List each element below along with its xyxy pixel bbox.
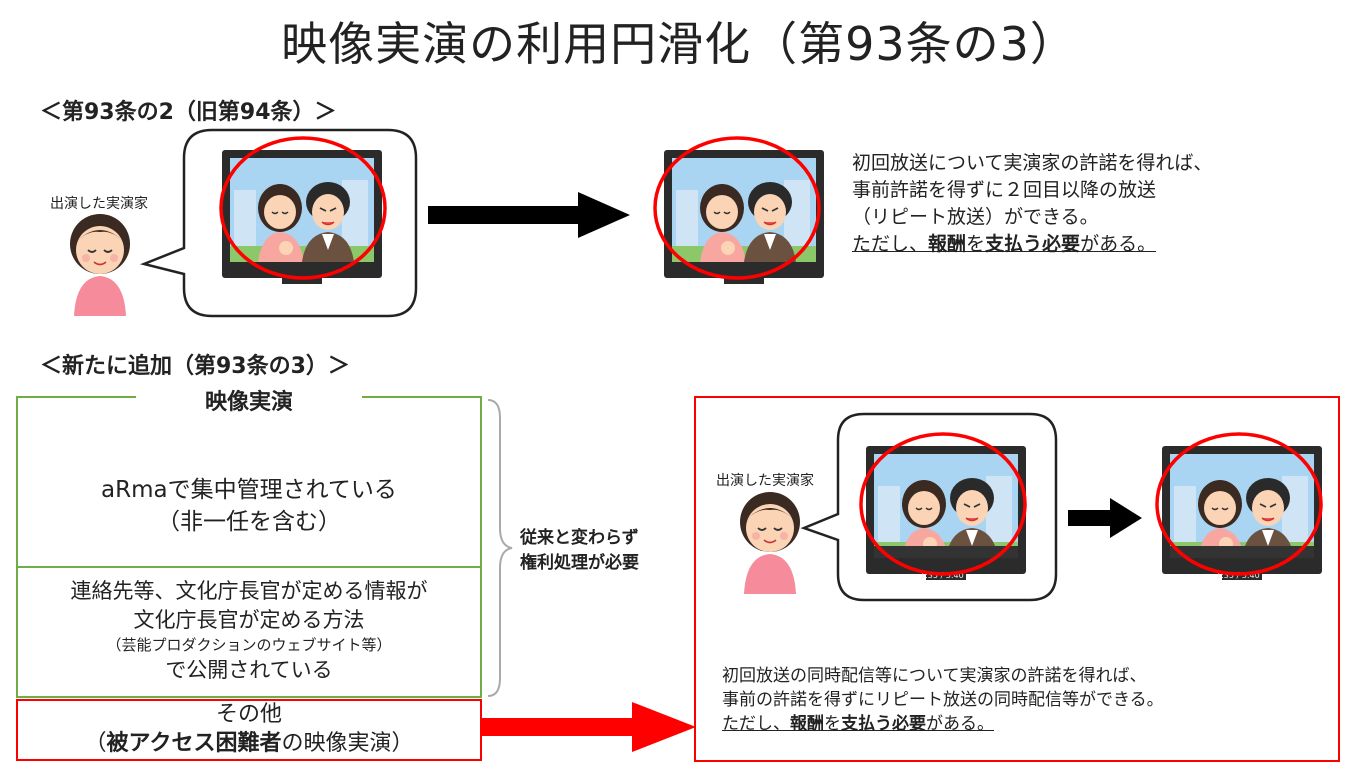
- arrow-right: [1068, 498, 1142, 538]
- red-circle: [859, 432, 1027, 576]
- arrow-right: [428, 192, 630, 238]
- performer-illustration: [69, 213, 131, 317]
- section2-performer-label: 出演した実演家: [716, 473, 814, 489]
- video-performance-title: 映像実演: [136, 384, 362, 416]
- section2-description: 初回放送の同時配信等について実演家の許諾を得れば、 事前の許諾を得ずにリピート放…: [722, 666, 1164, 734]
- box-divider: [16, 566, 482, 568]
- red-circle: [219, 136, 387, 280]
- section2-heading: ＜新たに追加（第93条の3）＞: [40, 354, 350, 379]
- inaccessible-text: その他 （被アクセス困難者の映像実演）: [84, 702, 414, 756]
- red-circle: [653, 136, 821, 280]
- red-arrow-right: [482, 702, 696, 752]
- brace-label: 従来と変わらず 権利処理が必要: [520, 528, 639, 573]
- tv-simulcast: [865, 445, 1027, 581]
- public-text: 連絡先等、文化庁長官が定める情報が 文化庁長官が定める方法 （芸能プロダクション…: [70, 579, 428, 682]
- section1-description: 初回放送について実演家の許諾を得れば、 事前許諾を得ずに２回目以降の放送 （リピ…: [852, 150, 1332, 258]
- remuneration-note: ただし、報酬を支払う必要がある。: [722, 714, 994, 734]
- simulcast-box: [694, 396, 1340, 762]
- inaccessible-box: [16, 699, 482, 761]
- tv-repeat-simulcast: [1161, 445, 1323, 581]
- red-circle: [1155, 432, 1323, 576]
- managed-text: aRmaで集中管理されている （非一任を含む）: [101, 477, 397, 535]
- right-brace: [487, 399, 513, 697]
- page-title: 映像実演の利用円滑化（第93条の3）: [281, 17, 1077, 71]
- section1-performer-label: 出演した実演家: [50, 196, 148, 212]
- remuneration-note: ただし、報酬を支払う必要がある。: [852, 233, 1157, 255]
- section1-heading: ＜第93条の2（旧第94条）＞: [40, 100, 337, 125]
